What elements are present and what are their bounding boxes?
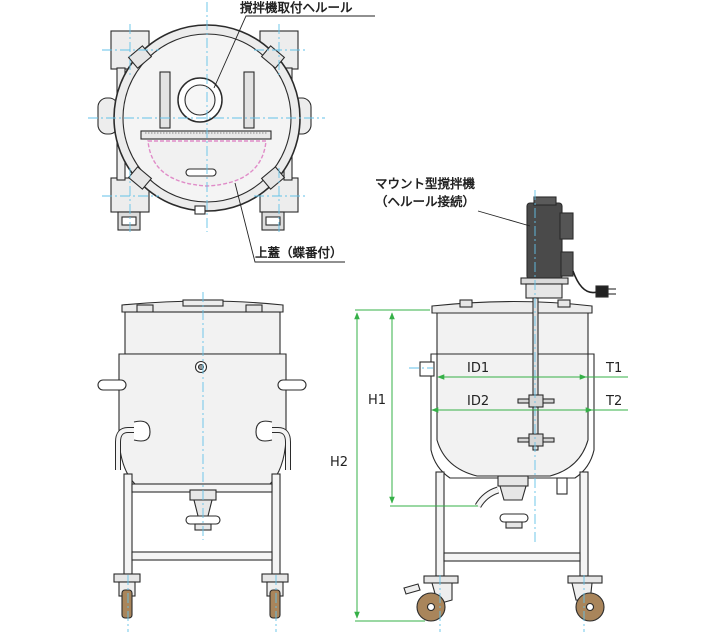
dimension-lines: [354, 309, 628, 622]
lid-hinge: [140, 130, 272, 140]
callout-mixer-line2: （ヘルール接続）: [375, 194, 475, 209]
side-view-centerlines: [409, 190, 585, 632]
dim-label-t1: T1: [605, 361, 622, 376]
top-view-centerlines: [88, 2, 325, 232]
callout-agitator-ferrule: 撹拌機取付ヘルール: [240, 0, 353, 15]
lid-handle: [185, 168, 217, 177]
callout-mixer-line1: マウント型撹拌機: [375, 176, 476, 191]
side-lower-rail: [443, 552, 581, 562]
front-view-centerline: [127, 292, 277, 632]
front-left-handle: [97, 379, 127, 391]
dim-label-h2: H2: [330, 455, 348, 470]
callout-top-lid: 上蓋（蝶番付）: [255, 245, 343, 260]
dim-label-h1: H1: [368, 393, 386, 408]
side-casters: [403, 575, 605, 622]
top-view-casters: [117, 211, 285, 231]
impellers: [517, 394, 555, 447]
agitator-shaft: [532, 297, 539, 451]
mixer-callout-leader: [477, 210, 531, 227]
dim-label-id2: ID2: [467, 394, 489, 409]
side-view: [403, 196, 616, 622]
front-upper-wall: [124, 311, 281, 355]
top-view-callouts: [213, 15, 375, 263]
front-lower-rail: [131, 551, 273, 561]
side-body: [436, 312, 589, 477]
front-body: [118, 353, 287, 485]
side-jacket: [430, 353, 595, 479]
front-right-handle: [277, 379, 307, 391]
dim-label-t2: T2: [605, 394, 622, 409]
front-view: [97, 299, 307, 619]
dim-label-id1: ID1: [467, 361, 489, 376]
front-casters: [113, 573, 289, 619]
